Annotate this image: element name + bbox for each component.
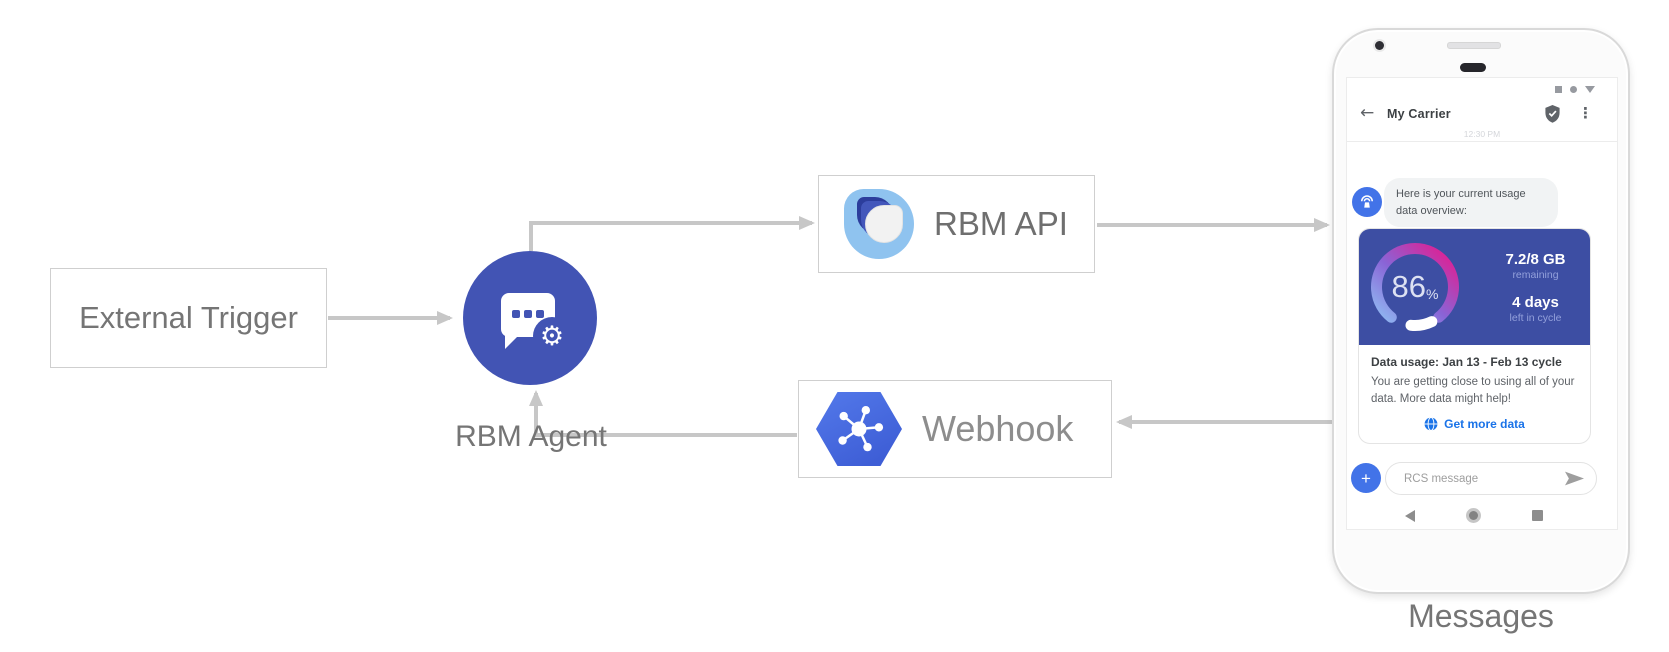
verified-shield-icon [1545, 105, 1560, 123]
add-attachment-button[interactable]: + [1351, 463, 1381, 493]
rbm-api-logo-icon [844, 189, 914, 259]
back-arrow-icon[interactable]: ← [1360, 103, 1375, 123]
webhook-node: Webhook [798, 380, 1112, 478]
status-square-icon [1555, 86, 1562, 93]
message-input-pill [1385, 462, 1597, 495]
earpiece [1460, 63, 1486, 72]
header-divider [1347, 141, 1617, 142]
webhook-label: Webhook [922, 408, 1074, 449]
status-dot-icon [1570, 86, 1577, 93]
phone-mockup: ← My Carrier ⋮ 12:30 PM Here is your cur… [1332, 28, 1630, 594]
conversation-title: My Carrier [1387, 107, 1451, 121]
send-icon[interactable] [1565, 471, 1584, 486]
status-bar [1555, 86, 1595, 93]
webhook-hexagon-icon [816, 392, 902, 466]
globe-icon [1424, 417, 1438, 432]
messages-caption: Messages [1408, 598, 1554, 634]
chat-message-bubble: Here is your current usage data overview… [1384, 178, 1558, 227]
agent-avatar [1352, 187, 1382, 217]
days-left-value: 4 days [1512, 293, 1559, 311]
rbm-agent-node: ⚙ [463, 251, 597, 385]
nav-recents-icon[interactable] [1532, 510, 1543, 521]
overflow-menu-icon[interactable]: ⋮ [1578, 104, 1593, 122]
usage-percent-unit: % [1426, 286, 1439, 302]
days-left-label: left in cycle [1509, 311, 1562, 324]
usage-card-hero: 86 % 7.2/8 GB remaining 4 days left in c… [1359, 229, 1590, 345]
rbm-agent-label: RBM Agent [455, 420, 607, 453]
usage-card-body: You are getting close to using all of yo… [1371, 376, 1575, 405]
get-more-data-button[interactable]: Get more data [1371, 417, 1578, 431]
front-camera-icon [1375, 41, 1384, 50]
nav-home-icon[interactable] [1466, 508, 1481, 523]
rcs-message-input[interactable] [1402, 471, 1565, 486]
usage-gauge [1371, 243, 1459, 332]
get-more-data-label: Get more data [1444, 417, 1525, 432]
external-trigger-label: External Trigger [79, 300, 298, 335]
speaker-grill [1447, 42, 1501, 49]
usage-percent: 86 [1391, 269, 1427, 304]
message-timestamp: 12:30 PM [1463, 129, 1501, 139]
rbm-api-label: RBM API [934, 205, 1068, 242]
rbm-api-node: RBM API [818, 175, 1095, 273]
gear-icon: ⚙ [539, 320, 565, 352]
phone-screen: ← My Carrier ⋮ 12:30 PM Here is your cur… [1346, 77, 1618, 530]
external-trigger-node: External Trigger [50, 268, 327, 368]
data-remaining-value: 7.2/8 GB [1505, 250, 1566, 268]
nav-back-icon[interactable] [1405, 510, 1415, 522]
status-triangle-icon [1585, 86, 1595, 93]
data-remaining-label: remaining [1512, 268, 1559, 281]
antenna-broadcast-icon [1361, 195, 1373, 208]
usage-card: 86 % 7.2/8 GB remaining 4 days left in c… [1358, 228, 1591, 445]
usage-card-title: Data usage: Jan 13 - Feb 13 cycle [1371, 355, 1562, 369]
